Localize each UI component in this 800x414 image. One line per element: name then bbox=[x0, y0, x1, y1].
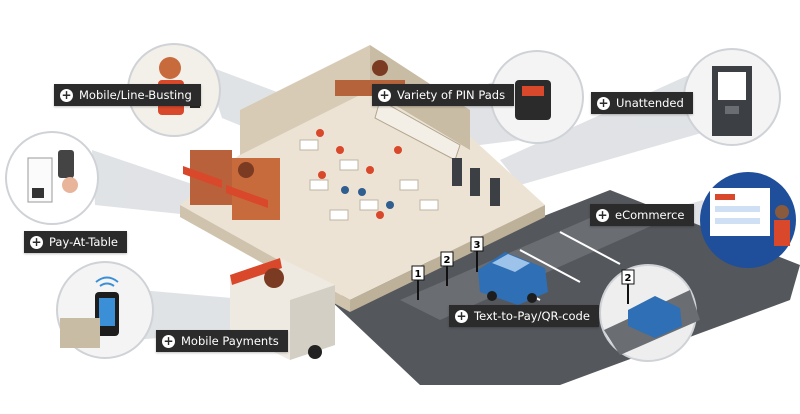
plus-circle-icon: + bbox=[455, 308, 468, 323]
vignette-pay-at-table bbox=[5, 131, 99, 225]
callout-label: Mobile Payments bbox=[181, 334, 279, 348]
vignette-mobile-payments bbox=[56, 261, 154, 359]
parking-sign-3: 3 bbox=[474, 240, 481, 251]
parked-car bbox=[478, 252, 548, 305]
plus-circle-icon: + bbox=[597, 95, 610, 110]
storefronts bbox=[183, 60, 388, 220]
callout-unattended: + Unattended bbox=[591, 92, 693, 114]
parking-signs: 1 2 3 bbox=[411, 236, 484, 300]
callout-label: Pay-At-Table bbox=[49, 235, 118, 249]
vignette-pin-pads bbox=[490, 50, 584, 144]
callout-label: Variety of PIN Pads bbox=[397, 88, 506, 102]
callout-pin-pads: + Variety of PIN Pads bbox=[372, 84, 515, 106]
parking-sign-1: 1 bbox=[415, 269, 422, 280]
callout-label: Unattended bbox=[616, 96, 684, 110]
self-service-kiosks bbox=[452, 158, 500, 206]
plus-circle-icon: + bbox=[60, 87, 73, 102]
callout-label: Mobile/Line-Busting bbox=[79, 88, 192, 102]
plus-circle-icon: + bbox=[378, 87, 391, 102]
vignette-text-to-pay: 2 bbox=[599, 264, 700, 362]
plus-circle-icon: + bbox=[162, 333, 175, 348]
dining-area bbox=[299, 129, 439, 221]
plus-circle-icon: + bbox=[30, 234, 43, 249]
inset-parking-sign: 2 bbox=[625, 273, 632, 284]
callout-ecommerce: + eCommerce bbox=[590, 204, 694, 226]
callout-label: eCommerce bbox=[615, 208, 685, 222]
callout-label: Text-to-Pay/QR-code bbox=[474, 309, 590, 323]
vignette-ecommerce bbox=[700, 172, 796, 268]
callout-pay-at-table: + Pay-At-Table bbox=[24, 231, 127, 253]
vignette-unattended bbox=[683, 48, 781, 146]
callout-mobile-payments: + Mobile Payments bbox=[156, 330, 288, 352]
callout-text-to-pay: + Text-to-Pay/QR-code bbox=[449, 305, 599, 327]
callout-mobile-line-busting: + Mobile/Line-Busting bbox=[54, 84, 201, 106]
parking-sign-2: 2 bbox=[444, 255, 451, 266]
plus-circle-icon: + bbox=[596, 207, 609, 222]
